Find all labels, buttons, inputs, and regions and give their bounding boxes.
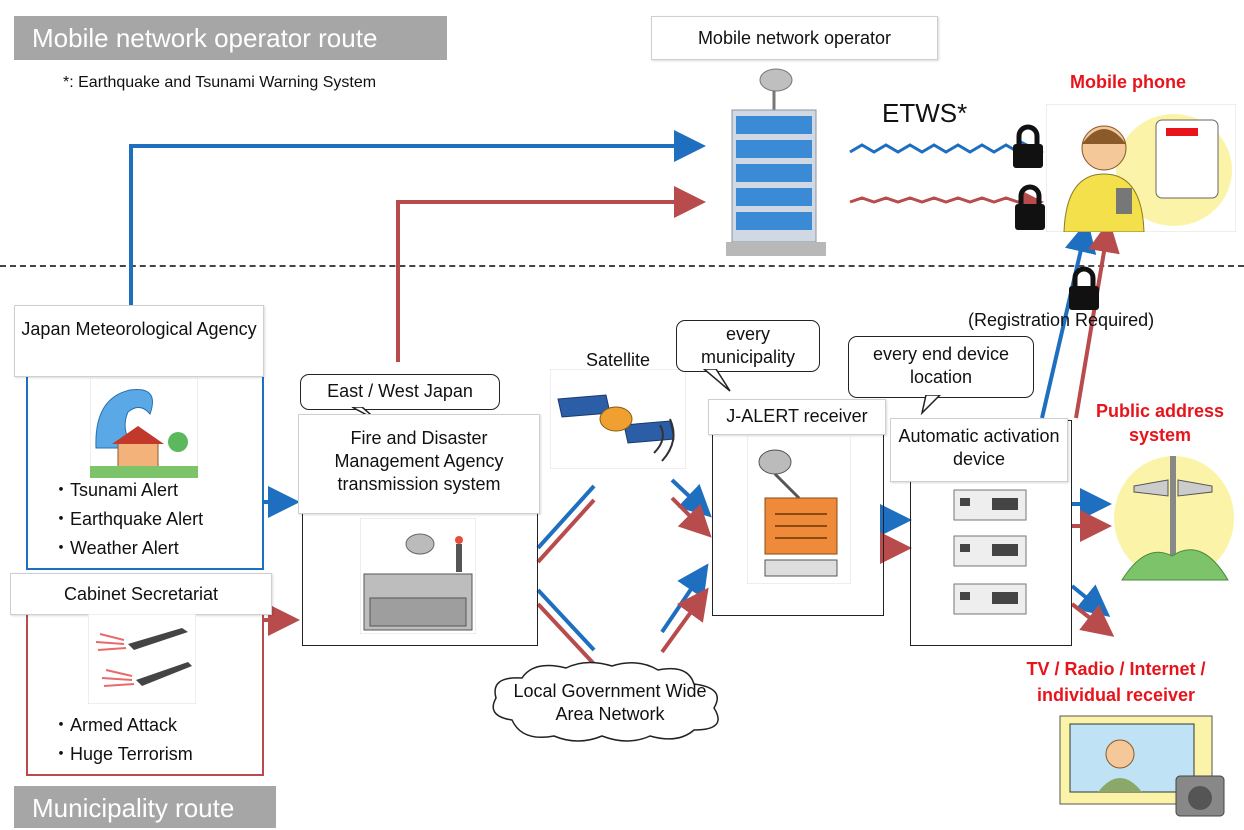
jalert-callout: every municipality: [676, 320, 820, 372]
tsunami-house-icon: [90, 378, 198, 478]
cabinet-frame: [26, 604, 264, 776]
activation-title: Automatic activation device: [898, 426, 1060, 469]
etws-blue-wave: [849, 140, 1044, 164]
activation-title-box: Automatic activation device: [890, 418, 1068, 482]
fdma-callout: East / West Japan: [300, 374, 500, 410]
office-building-icon: [726, 68, 826, 256]
jma-frame: [26, 366, 264, 570]
list-item: ・Armed Attack: [52, 715, 178, 735]
satellite-icon: [550, 369, 686, 469]
registration-note: (Registration Required): [968, 310, 1155, 330]
municipality-route-tag: Municipality route: [14, 786, 276, 828]
jma-title-box: Japan Meteorological Agency: [14, 305, 264, 377]
list-item: ・Huge Terrorism: [52, 744, 193, 764]
operator-title-box: Mobile network operator: [651, 16, 938, 60]
transmission-console-icon: [360, 518, 476, 634]
callout-pointer: [702, 369, 731, 392]
fdma-to-network-red: [536, 602, 596, 666]
callout-pointer: [920, 395, 942, 415]
jalert-callout-text: every municipality: [700, 324, 796, 367]
public-address-title: Public address system: [1095, 401, 1225, 445]
cabinet-title-box: Cabinet Secretariat: [10, 573, 272, 615]
tv-radio-title: TV / Radio / Internet / individual recei…: [1026, 659, 1206, 705]
fdma-title-box: Fire and Disaster Management Agency tran…: [298, 414, 540, 514]
cabinet-title: Cabinet Secretariat: [63, 584, 219, 604]
cloud-icon: [492, 661, 719, 742]
fdma-to-network-blue: [536, 588, 596, 652]
jma-alert-list: ・Tsunami Alert ・Earthquake Alert ・Weathe…: [52, 476, 203, 563]
list-item: ・Weather Alert: [52, 538, 179, 558]
tv-radio-icon: [1040, 712, 1240, 824]
mobile-phone-title: Mobile phone: [1070, 72, 1186, 92]
activation-to-phone-blue: [1040, 220, 1097, 419]
fdma-to-satellite-red: [536, 498, 596, 564]
jma-title: Japan Meteorological Agency: [21, 319, 257, 339]
list-item: ・Tsunami Alert: [52, 480, 179, 500]
activation-device-icon: [953, 489, 1027, 615]
network-title: Local Government Wide Area Network: [513, 681, 707, 724]
route-divider: [0, 265, 1244, 267]
lock-icon: [1069, 266, 1099, 310]
activation-callout-text: every end device location: [872, 344, 1010, 387]
mobile-route-tag: Mobile network operator route: [14, 16, 447, 60]
activation-to-phone-red: [1074, 220, 1120, 419]
jma-to-operator-arrow: [129, 130, 706, 305]
operator-title: Mobile network operator: [697, 28, 892, 48]
satellite-to-jalert-red: [670, 496, 712, 538]
lock-icon: [1013, 124, 1043, 168]
footnote: *: Earthquake and Tsunami Warning System: [63, 74, 377, 91]
etws-label: ETWS*: [882, 98, 968, 128]
fdma-title: Fire and Disaster Management Agency tran…: [334, 428, 504, 494]
list-item: ・Earthquake Alert: [52, 509, 204, 529]
activation-callout: every end device location: [848, 336, 1034, 398]
satellite-title: Satellite: [585, 350, 651, 370]
lock-icon: [1015, 184, 1045, 230]
fdma-to-satellite-blue: [536, 484, 596, 550]
fdma-callout-text: East / West Japan: [327, 381, 473, 401]
fdma-to-operator-arrow: [396, 186, 706, 362]
jalert-title-box: J-ALERT receiver: [708, 399, 886, 435]
missile-icon: [88, 614, 196, 704]
loudspeaker-pole-icon: [1114, 456, 1234, 581]
cabinet-alert-list: ・Armed Attack ・Huge Terrorism: [52, 711, 193, 769]
jalert-title: J-ALERT receiver: [726, 406, 868, 426]
activation-to-tv-red: [1070, 602, 1115, 637]
red-wave: [849, 190, 1044, 214]
network-to-jalert-red: [660, 587, 709, 654]
satellite-to-jalert-blue: [670, 478, 712, 518]
jalert-receiver-icon: [747, 436, 851, 584]
person-with-phone-icon: [1046, 104, 1236, 232]
